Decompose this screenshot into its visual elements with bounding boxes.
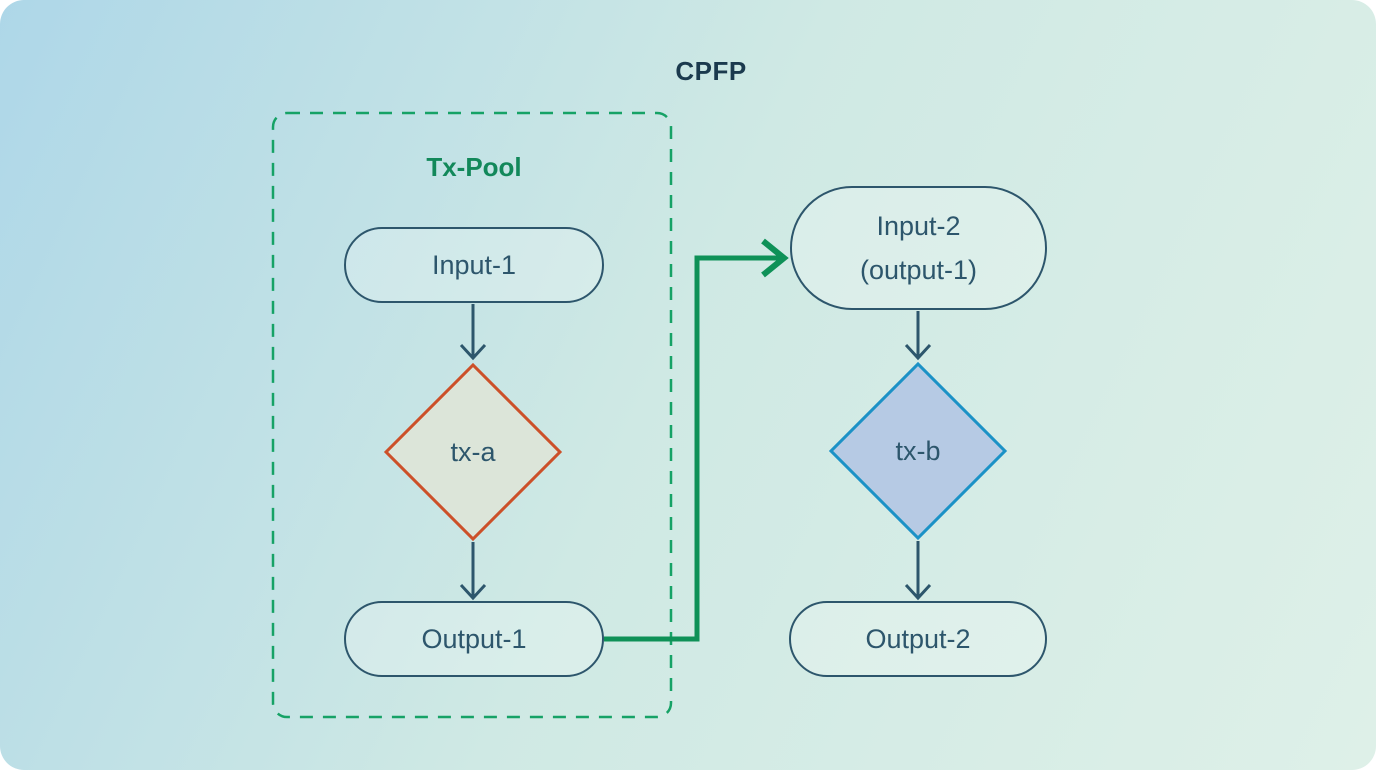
- connector-output1-to-input2: [604, 238, 789, 642]
- node-output-2-label: Output-2: [865, 624, 971, 654]
- node-tx-a-label: tx-a: [450, 436, 496, 467]
- node-input-1: Input-1: [344, 227, 604, 303]
- tx-pool-dashed-border: [271, 111, 673, 719]
- page-title: CPFP: [675, 56, 747, 86]
- node-tx-b-label: tx-b: [895, 435, 941, 466]
- arrow-input2-to-txb: [904, 311, 932, 361]
- node-output-2: Output-2: [789, 601, 1047, 677]
- node-input-2-label-line1: Input-2: [876, 211, 961, 241]
- tx-pool-label: Tx-Pool: [426, 152, 522, 182]
- node-output-1: Output-1: [344, 601, 604, 677]
- node-input-1-label: Input-1: [431, 250, 517, 280]
- node-input-2-label-line2: (output-1): [859, 255, 978, 285]
- node-input-2: Input-2 (output-1): [790, 186, 1047, 310]
- node-output-1-label: Output-1: [421, 624, 527, 654]
- arrow-input1-to-txa: [459, 304, 487, 361]
- arrow-txa-to-output1: [459, 542, 487, 601]
- arrow-txb-to-output2: [904, 541, 932, 601]
